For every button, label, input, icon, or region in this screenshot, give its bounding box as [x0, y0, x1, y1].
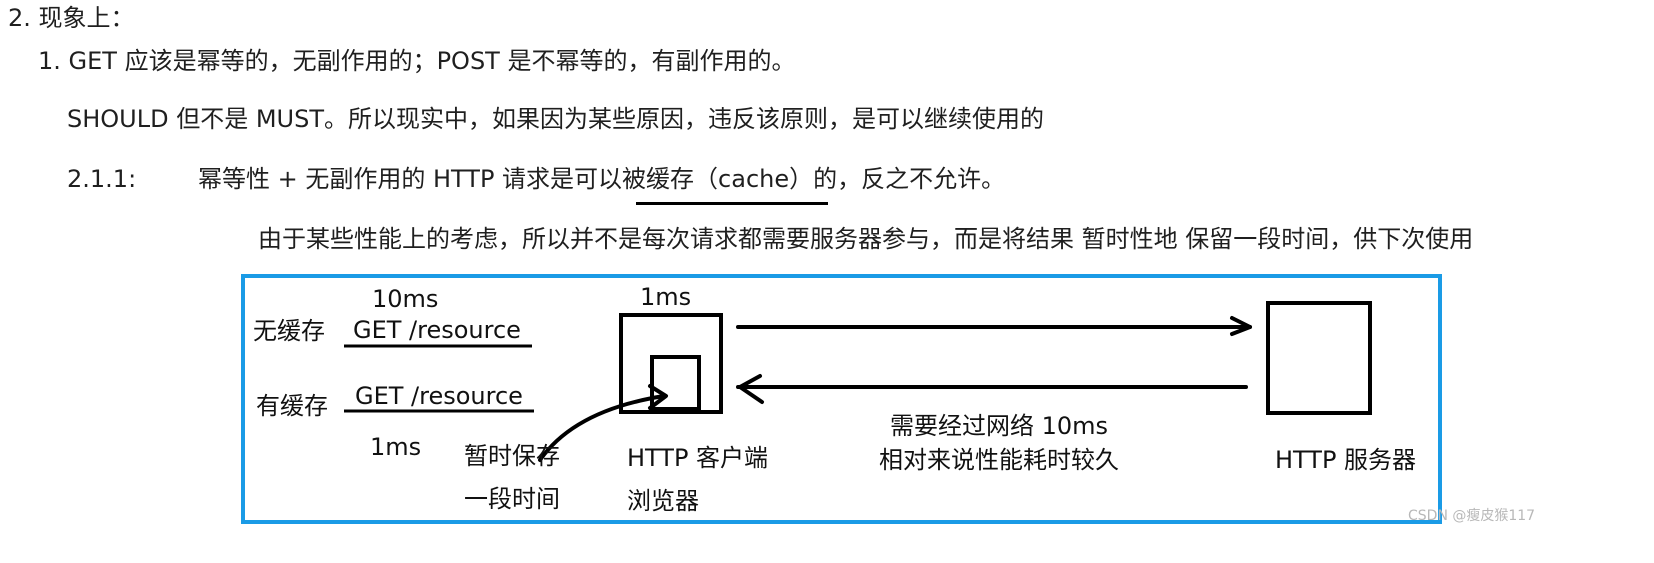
note-line-4-number: 2.1.1:: [67, 165, 137, 193]
cache-time: 1ms: [370, 433, 422, 461]
watermark: CSDN @瘦皮猴117: [1408, 508, 1536, 524]
response-arrow-head: [738, 374, 764, 404]
network-note-line-1: 需要经过网络 10ms: [890, 412, 1109, 440]
cache-underline: [636, 202, 828, 205]
note-line-5: 由于某些性能上的考虑，所以并不是每次请求都需要服务器参与，而是将结果 暂时性地 …: [258, 225, 1474, 253]
cache-curve-arrow-head: [648, 384, 668, 410]
no-cache-label: 无缓存: [253, 317, 325, 345]
request-arrow-head: [1230, 316, 1252, 336]
no-cache-time: 10ms: [372, 285, 439, 313]
client-label-line-2: 浏览器: [627, 487, 699, 515]
no-cache-request: GET /resource: [353, 316, 521, 344]
temp-store-line-2: 一段时间: [464, 485, 560, 513]
network-note-line-2: 相对来说性能耗时较久: [879, 446, 1119, 474]
note-line-1: 2. 现象上：: [8, 4, 135, 32]
temp-store-line-1: 暂时保存: [464, 442, 560, 470]
server-label: HTTP 服务器: [1275, 446, 1417, 474]
http-server-box: [1266, 301, 1372, 415]
note-line-4-text: 幂等性 + 无副作用的 HTTP 请求是可以被缓存（cache）的，反之不允许。: [198, 165, 1006, 193]
client-time: 1ms: [640, 283, 692, 311]
note-line-3: SHOULD 但不是 MUST。所以现实中，如果因为某些原因，违反该原则，是可以…: [67, 105, 1045, 133]
cache-label: 有缓存: [256, 392, 328, 420]
cache-store-box: [650, 355, 701, 411]
diagram-frame: [241, 274, 1442, 524]
cache-request: GET /resource: [355, 382, 523, 410]
note-line-2: 1. GET 应该是幂等的，无副作用的；POST 是不幂等的，有副作用的。: [38, 47, 796, 75]
cache-curve-arrow: [538, 394, 666, 462]
http-client-box: [619, 313, 723, 414]
client-label-line-1: HTTP 客户端: [627, 444, 769, 472]
